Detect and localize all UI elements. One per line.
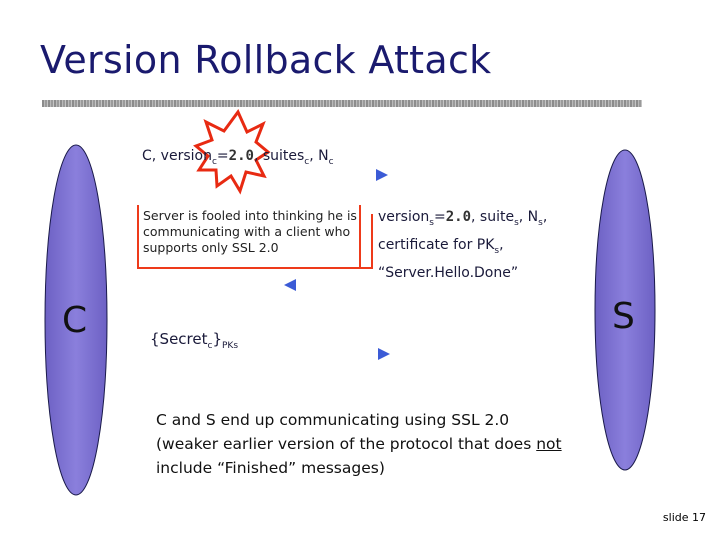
key-exchange-label: {Secretc}PKs bbox=[150, 330, 239, 351]
server-hello-label: versions=2.0, suites, Ns, certificate fo… bbox=[378, 209, 548, 281]
arrow-client-hello bbox=[180, 169, 388, 181]
slide-title: Version Rollback Attack bbox=[40, 38, 492, 82]
note-box-left bbox=[137, 205, 361, 269]
attack-burst-icon bbox=[193, 109, 271, 195]
slide-number: slide 17 bbox=[662, 511, 706, 524]
client-hello-label: C, versionc=2.0, suitesc, Nc bbox=[142, 148, 334, 167]
arrow-key-exchange bbox=[152, 348, 390, 360]
server-ellipse bbox=[594, 149, 656, 471]
title-divider bbox=[42, 100, 642, 107]
note-box-right bbox=[360, 214, 373, 269]
client-ellipse bbox=[44, 144, 108, 496]
server-label: S bbox=[612, 296, 635, 337]
conclusion-text: C and S end up communicating using SSL 2… bbox=[156, 411, 562, 477]
arrow-server-hello bbox=[284, 279, 540, 291]
client-label: C bbox=[62, 300, 88, 341]
attacker-note: Server is fooled into thinking he is com… bbox=[143, 208, 357, 255]
